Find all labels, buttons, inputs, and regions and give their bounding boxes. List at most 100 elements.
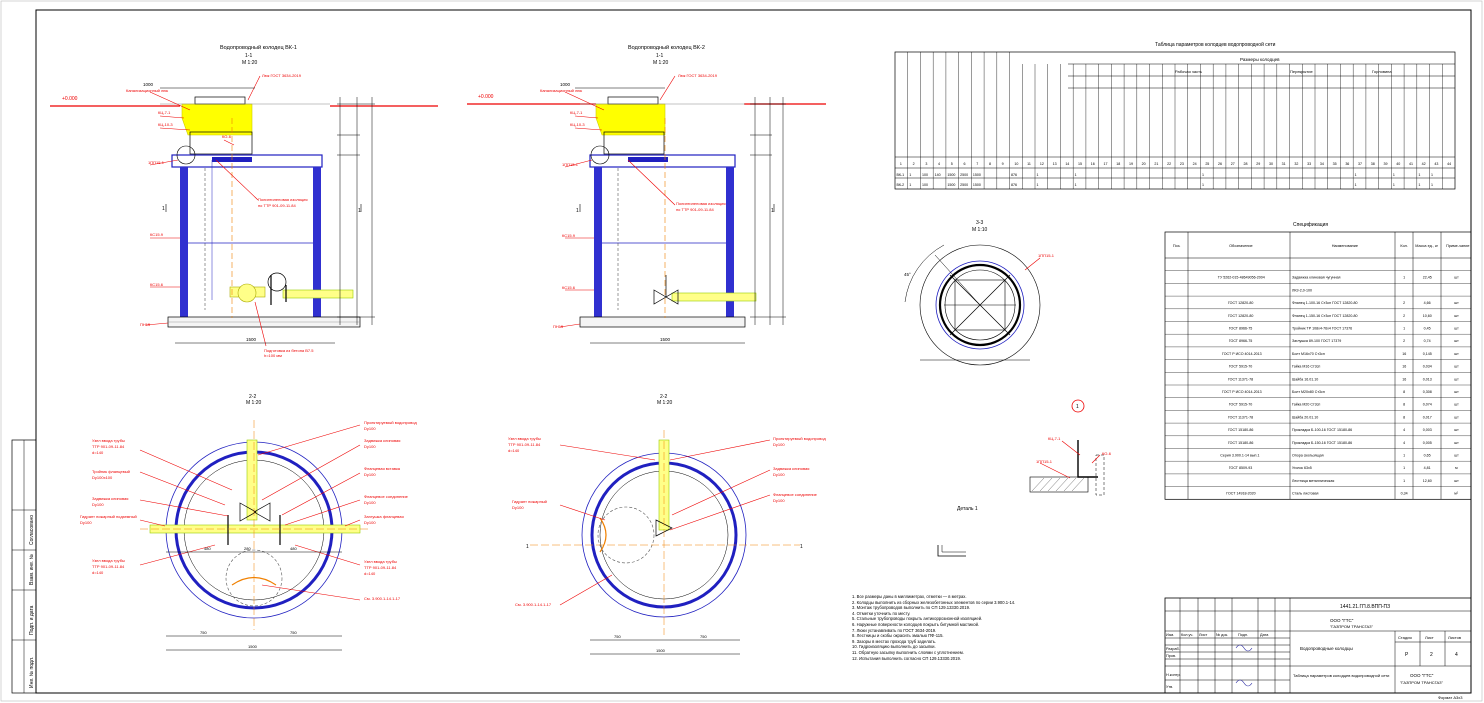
params-col-num: 5: [951, 162, 953, 166]
note-line: 1. Все размеры даны в миллиметрах, отмет…: [852, 594, 967, 599]
section-b: Водопроводный колодец ВК-2 1-1 М 1:20 +0…: [467, 44, 826, 344]
stamp-company-2: "ГАЗПРОМ ТРАНСГАЗ": [1400, 680, 1444, 685]
svg-text:ТТР 901-09-11.84: ТТР 901-09-11.84: [508, 442, 541, 447]
svg-text:1: 1: [576, 208, 579, 214]
spec-cell: 0,34: [1401, 492, 1408, 496]
spec-cell: 0,74: [1424, 339, 1431, 343]
spec-cell: шт: [1454, 352, 1459, 356]
sheet-format: Формат А3х3: [1438, 695, 1463, 700]
svg-text:Dy100: Dy100: [80, 520, 92, 525]
stamp-row-1: Кол.уч.: [1181, 633, 1193, 637]
section-a-cut: 1-1: [245, 53, 252, 59]
params-col-num: 21: [1154, 162, 1158, 166]
spec-cell: Лестница металлическая: [1292, 479, 1334, 483]
svg-text:Dy100: Dy100: [773, 442, 785, 447]
svg-text:ПН15: ПН15: [553, 324, 564, 329]
svg-text:Узел ввода трубы: Узел ввода трубы: [508, 436, 541, 441]
params-cell: 876: [1011, 183, 1017, 187]
svg-text:ТТР 901-09-11.84: ТТР 901-09-11.84: [92, 444, 125, 449]
spec-cell: 0,013: [1423, 377, 1432, 381]
note-line: 8. Лестницы и скобы окрасить эмалью ПФ-1…: [852, 633, 944, 639]
spec-cell: 8: [1403, 390, 1405, 394]
svg-text:280: 280: [244, 546, 251, 551]
svg-text:Задвижка клиновая: Задвижка клиновая: [92, 496, 128, 501]
params-cell: 1: [1037, 183, 1039, 187]
spec-cell: 2: [1403, 339, 1405, 343]
params-cell: 2500: [960, 183, 968, 187]
svg-text:по ТТР 901-09-11.84: по ТТР 901-09-11.84: [676, 207, 714, 212]
svg-text:1ПП15-1: 1ПП15-1: [562, 162, 579, 167]
spec-cell: Уголок 63х5: [1292, 466, 1312, 470]
params-group-2: Рабочая часть: [1175, 69, 1202, 74]
stamp-stage: Р: [1405, 652, 1409, 658]
spec-cell: 2: [1403, 301, 1405, 305]
svg-text:Люк ГОСТ 3634-2019: Люк ГОСТ 3634-2019: [678, 73, 718, 78]
params-col-num: 33: [1307, 162, 1311, 166]
params-col-num: 18: [1116, 162, 1120, 166]
node-detail: 1 КЦ-7-1 1ПП15-1 КО-6 Деталь 1: [937, 399, 1112, 557]
spec-cell: шт: [1454, 276, 1459, 280]
spec-cell: 16: [1402, 365, 1406, 369]
svg-text:Узел ввода трубы: Узел ввода трубы: [92, 558, 125, 563]
section-b-dim-top: 1000: [560, 82, 571, 87]
svg-text:Dy100: Dy100: [364, 444, 376, 449]
svg-text:КС15.6: КС15.6: [150, 282, 164, 287]
section-b-elev: +0.000: [478, 94, 494, 100]
spec-cell: 10,60: [1423, 314, 1432, 318]
spec-cell: Фланец 1-100-16 Ст3сп ГОСТ 12820-80: [1292, 301, 1358, 305]
params-cell: 1: [1037, 173, 1039, 177]
spec-cell: Болт М16х70 Ст3сп: [1292, 352, 1325, 356]
svg-text:См. 3.900.1-14.1-17: См. 3.900.1-14.1-17: [364, 596, 401, 601]
spec-cell: ГОСТ 8966-75: [1229, 327, 1252, 331]
params-col-num: 28: [1244, 162, 1248, 166]
stamp-row-0: Изм.: [1166, 633, 1174, 637]
spec-cell: шт: [1454, 479, 1459, 483]
note-line: 2. Колодцы выполнить из сборных железобе…: [852, 599, 1016, 605]
params-col-num: 12: [1040, 162, 1044, 166]
svg-text:1ПП15-1: 1ПП15-1: [1038, 253, 1055, 258]
spec-cell: шт: [1454, 377, 1459, 381]
svg-text:Dy100: Dy100: [773, 472, 785, 477]
spec-cell: 12,60: [1423, 479, 1432, 483]
svg-text:КС15.6: КС15.6: [562, 285, 576, 290]
stamp-col-sheet: Лист: [1425, 635, 1434, 640]
params-col-num: 4: [938, 162, 940, 166]
spec-cell: 16: [1402, 377, 1406, 381]
params-cell: 1: [1431, 183, 1433, 187]
stamp-row-5: Дата: [1260, 633, 1269, 637]
params-cell: ВК-2: [897, 183, 905, 187]
svg-text:750: 750: [290, 630, 297, 635]
side-stamp-3: Подп. и дата: [29, 605, 35, 635]
section-a-dim-top: 1000: [143, 82, 154, 87]
params-col-num: 10: [1014, 162, 1018, 166]
stamp-sheets: 4: [1455, 652, 1458, 658]
spec-cell: Сталь листовая: [1292, 492, 1319, 496]
spec-cell: м: [1455, 466, 1458, 470]
stamp-role-1: Пров.: [1166, 654, 1176, 658]
params-col-num: 40: [1396, 162, 1400, 166]
spec-cell: шт: [1454, 415, 1459, 419]
spec-header: Масса ед., кг: [1415, 244, 1438, 248]
stamp-row-4: Подп.: [1238, 633, 1248, 637]
spec-cell: 0,65: [1424, 454, 1431, 458]
params-col-num: 43: [1434, 162, 1438, 166]
section-a-title: Водопроводный колодец ВК-1: [220, 44, 297, 51]
params-col-num: 3: [925, 162, 927, 166]
params-cell: 1: [1355, 173, 1357, 177]
params-col-num: 14: [1065, 162, 1069, 166]
spec-cell: шт: [1454, 365, 1459, 369]
params-col-num: 26: [1218, 162, 1222, 166]
svg-text:Люк ГОСТ 3634-2019: Люк ГОСТ 3634-2019: [262, 73, 302, 78]
params-col-num: 34: [1320, 162, 1324, 166]
section-a: Водопроводный колодец ВК-1 1-1 М 1:20 +0…: [50, 44, 438, 358]
spec-cell: ГОСТ 12820-80: [1228, 301, 1253, 305]
svg-text:Задвижка клиновая: Задвижка клиновая: [364, 438, 400, 443]
spec-cell: Фланец 1-150-16 Ст3сп ГОСТ 12820-80: [1292, 314, 1358, 318]
stamp-row-3: № док.: [1216, 633, 1228, 637]
note-line: 11. Обратную засыпку выполнить слоями с …: [852, 649, 964, 655]
svg-text:ТТР 901-09-11.84: ТТР 901-09-11.84: [92, 564, 125, 569]
svg-text:1500: 1500: [656, 648, 666, 653]
spec-cell: шт: [1454, 301, 1459, 305]
params-group-3: Горловина: [1372, 69, 1392, 74]
params-col-num: 24: [1193, 162, 1197, 166]
